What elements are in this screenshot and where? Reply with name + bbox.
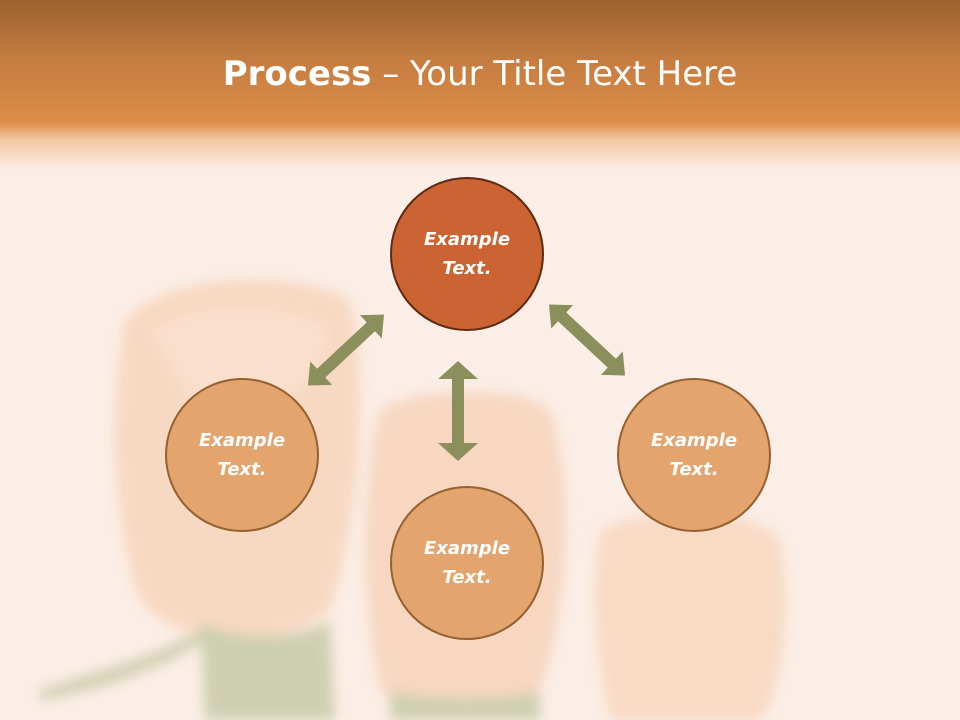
double-arrow-right [548, 304, 626, 376]
node-bottom-line2: Text. [442, 567, 492, 588]
node-top: Example Text. [390, 177, 544, 331]
node-bottom-line1: Example [423, 538, 511, 559]
node-right: Example Text. [617, 378, 771, 532]
title-band [0, 0, 960, 170]
node-right-line2: Text. [669, 459, 719, 480]
node-right-line1: Example [650, 430, 738, 451]
node-left: Example Text. [165, 378, 319, 532]
double-arrow-left [307, 314, 385, 386]
title-rest-part: – Your Title Text Here [371, 54, 738, 94]
title-bold-part: Process [222, 54, 372, 94]
page-title: Process – Your Title Text Here [0, 52, 960, 96]
node-left-line1: Example [198, 430, 286, 451]
node-top-line1: Example [423, 229, 511, 250]
node-left-line2: Text. [217, 459, 267, 480]
double-arrow-vertical [438, 361, 478, 461]
node-bottom: Example Text. [390, 486, 544, 640]
node-top-line2: Text. [442, 258, 492, 279]
